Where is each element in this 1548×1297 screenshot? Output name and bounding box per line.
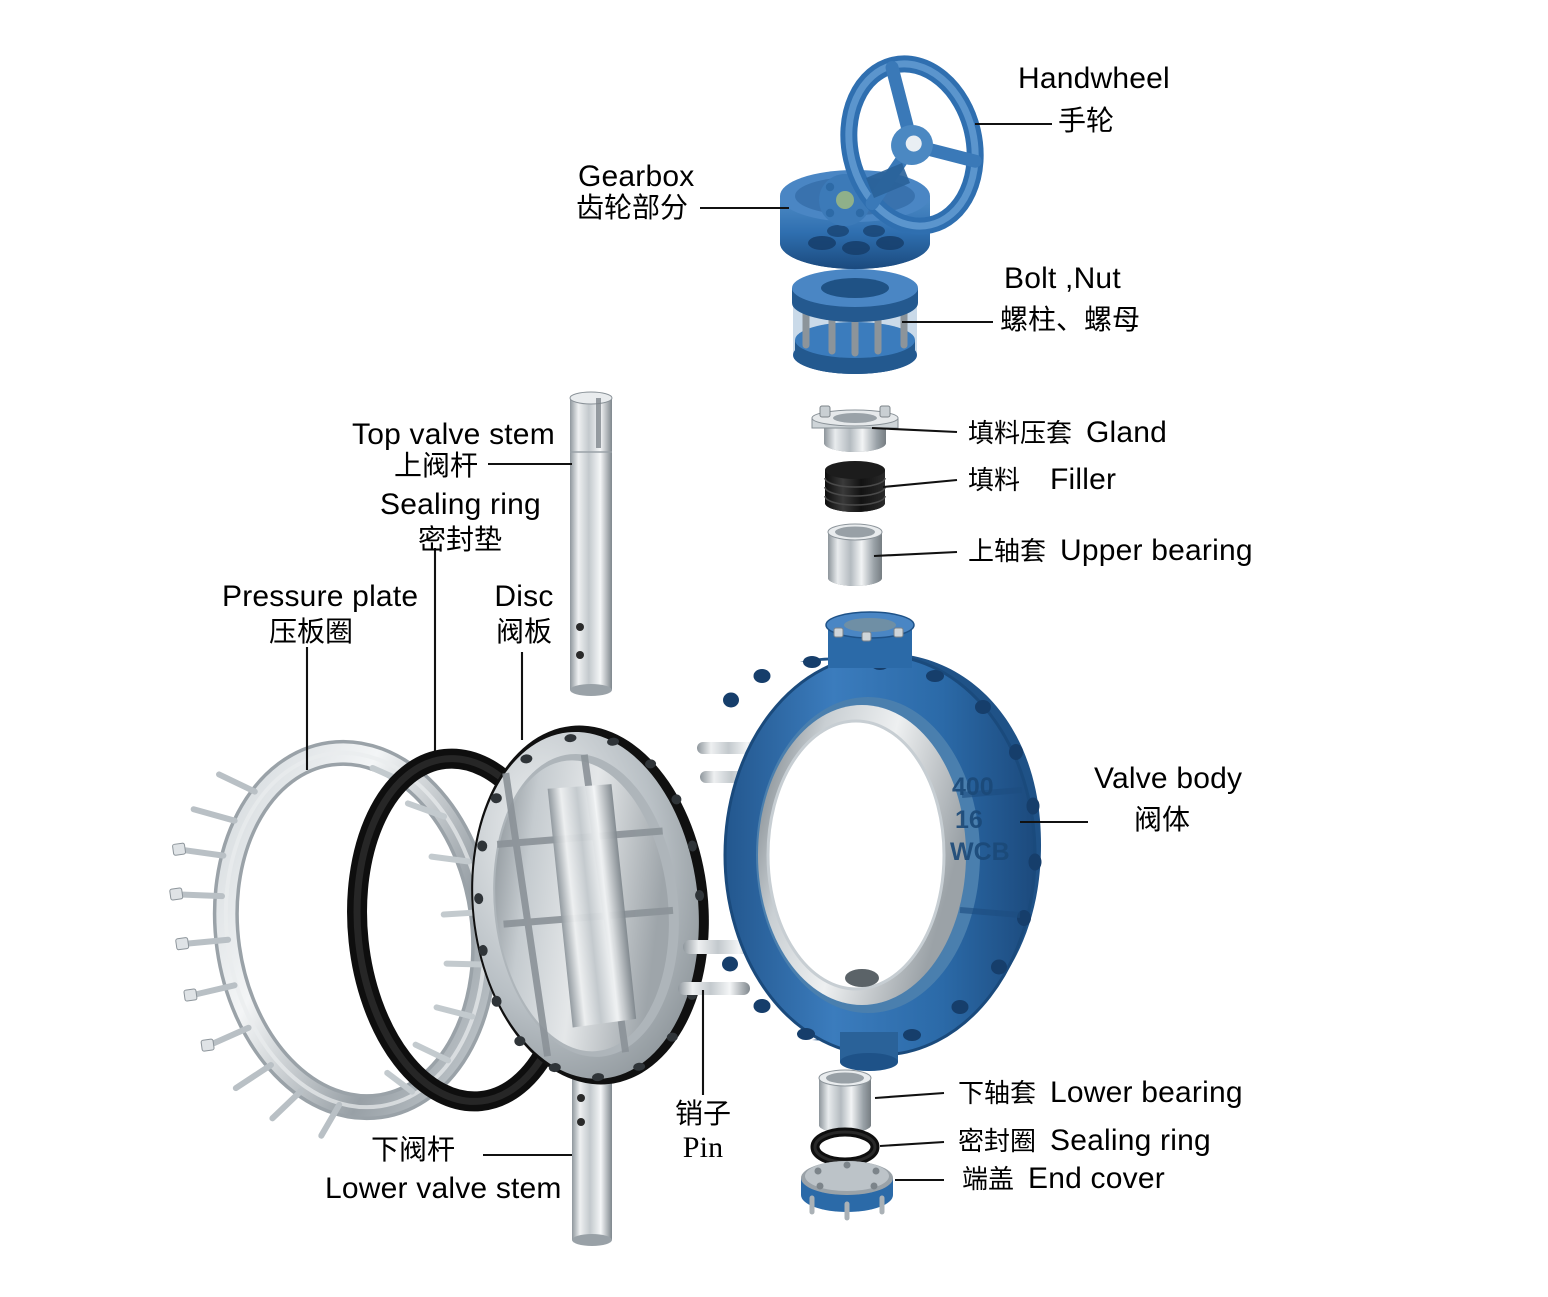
label-pin: 销子 Pin (663, 1098, 743, 1165)
pressure-plate-graphic (169, 739, 498, 1139)
label-disc: Disc 阀板 (482, 580, 566, 647)
lower-bearing-graphic (818, 1069, 872, 1133)
label-filler-cn: 填料 (968, 465, 1021, 495)
sealing-ring-graphic (347, 748, 579, 1112)
label-upper-bearing-en: Upper bearing (1060, 534, 1253, 567)
label-lower-valve-stem-en: Lower valve stem (325, 1172, 562, 1205)
label-sealing-ring-top-en: Sealing ring (380, 488, 541, 521)
lower-valve-stem-graphic (571, 1068, 613, 1246)
label-gearbox-cn: 齿轮部分 (576, 192, 689, 223)
label-valve-body-cn-wrap: 阀体 (1134, 804, 1190, 835)
label-gland: 填料压套 Gland (968, 416, 1167, 450)
bolt-nut-graphic (792, 269, 918, 374)
label-valve-body: Valve body (1094, 762, 1242, 796)
pin-graphic (678, 742, 770, 995)
valve-body-graphic: 400 16 WCB (722, 611, 1042, 1071)
svg-text:400: 400 (952, 773, 994, 801)
label-handwheel-en: Handwheel (1018, 62, 1170, 95)
label-sealing-ring-top: Sealing ring 密封垫 (380, 488, 541, 555)
label-pin-en: Pin (682, 1131, 724, 1165)
filler-graphic (824, 461, 886, 512)
top-valve-stem-graphic (569, 391, 613, 696)
svg-text:WCB: WCB (950, 838, 1010, 866)
label-end-cover: 端盖 End cover (962, 1162, 1165, 1196)
label-filler-en: Filler (1050, 463, 1117, 496)
label-top-valve-stem: Top valve stem (352, 418, 555, 452)
label-disc-en: Disc (494, 580, 554, 613)
label-gearbox: Gearbox (578, 160, 694, 194)
label-filler: 填料 Filler (968, 463, 1116, 497)
label-bolt-nut-cn: 螺柱、螺母 (1000, 304, 1141, 335)
gland-graphic (811, 405, 899, 452)
label-top-valve-stem-en: Top valve stem (352, 418, 555, 451)
label-lower-valve-stem: Lower valve stem (325, 1172, 562, 1206)
end-cover-graphic (801, 1161, 893, 1221)
label-end-cover-en: End cover (1028, 1162, 1165, 1195)
label-bolt-nut-en: Bolt ,Nut (1004, 262, 1121, 295)
label-handwheel-cn: 手轮 (1058, 105, 1115, 136)
label-end-cover-cn: 端盖 (962, 1164, 1015, 1194)
label-handwheel-cn-wrap: 手轮 (1058, 105, 1114, 136)
upper-bearing-graphic (827, 523, 883, 586)
label-valve-body-en: Valve body (1094, 762, 1243, 795)
label-gland-en: Gland (1086, 416, 1168, 449)
sealing-ring-small-graphic (810, 1127, 880, 1167)
label-sealing-ring-top-cn: 密封垫 (417, 523, 502, 555)
label-pin-cn: 销子 (674, 1098, 731, 1129)
label-bolt-nut: Bolt ,Nut (1004, 262, 1121, 296)
label-lower-valve-stem-cn: 下阀杆 (371, 1134, 456, 1165)
label-handwheel: Handwheel (1018, 62, 1170, 96)
label-bolt-nut-cn-wrap: 螺柱、螺母 (1000, 304, 1140, 335)
svg-text:16: 16 (955, 806, 983, 834)
label-pressure-plate-en: Pressure plate (222, 580, 419, 613)
label-top-valve-stem-cn-wrap: 上阀杆 (394, 450, 478, 481)
label-pressure-plate: Pressure plate 压板圈 (222, 580, 419, 647)
handwheel-gearbox-graphic (780, 55, 984, 269)
label-gearbox-en: Gearbox (578, 160, 695, 193)
label-gearbox-cn-wrap: 齿轮部分 (576, 192, 688, 223)
disc-graphic (471, 725, 709, 1085)
label-valve-body-cn: 阀体 (1134, 804, 1191, 835)
label-gland-cn: 填料压套 (968, 418, 1073, 448)
label-lower-bearing-en: Lower bearing (1050, 1076, 1243, 1109)
label-lower-valve-stem-cn-wrap: 下阀杆 (371, 1134, 455, 1165)
label-lower-bearing-cn: 下轴套 (958, 1078, 1037, 1108)
leader-lines (305, 122, 1088, 1182)
label-disc-cn: 阀板 (495, 615, 552, 647)
label-upper-bearing-cn: 上轴套 (968, 536, 1047, 566)
label-pressure-plate-cn: 压板圈 (268, 615, 353, 647)
label-sealing-ring-bottom-en: Sealing ring (1050, 1124, 1211, 1157)
label-top-valve-stem-cn: 上阀杆 (394, 450, 479, 481)
label-upper-bearing: 上轴套 Upper bearing (968, 534, 1253, 568)
label-lower-bearing: 下轴套 Lower bearing (958, 1076, 1243, 1110)
label-sealing-ring-bottom: 密封圈 Sealing ring (958, 1124, 1211, 1158)
label-sealing-ring-bottom-cn: 密封圈 (958, 1126, 1037, 1156)
